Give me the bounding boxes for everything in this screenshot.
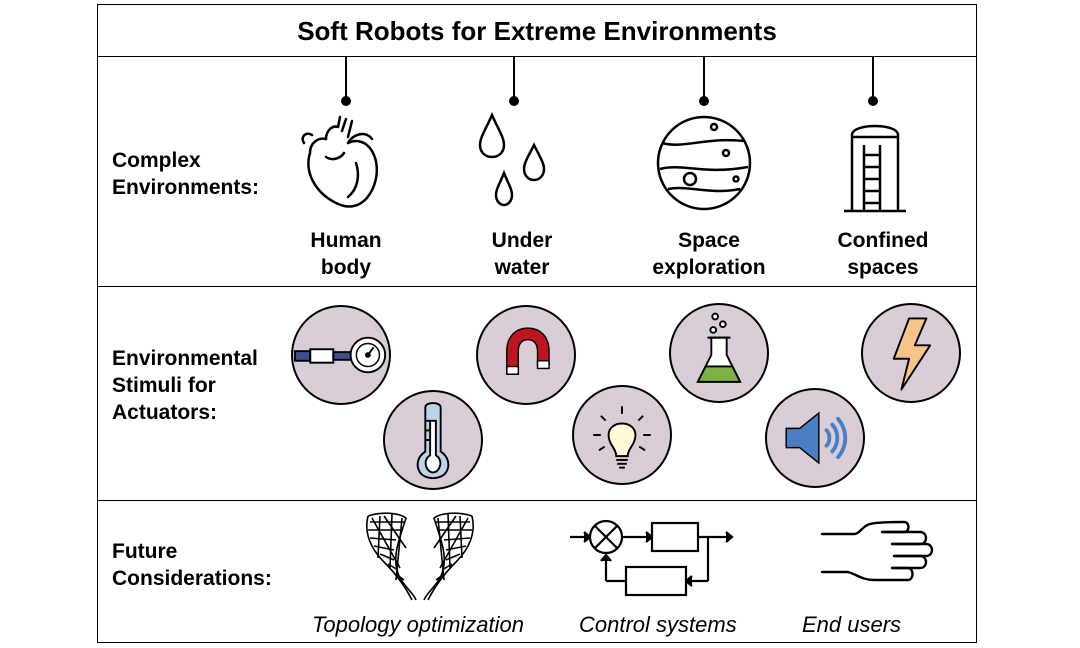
chemical-flask-circle: [669, 303, 769, 403]
control-systems-label: Control systems: [579, 612, 737, 637]
speaker-circle: [765, 388, 865, 488]
chemical-flask-icon: [696, 312, 742, 383]
thermometer-icon: [416, 402, 450, 480]
lightning-bolt-icon: [892, 317, 932, 391]
label-line: body: [320, 256, 372, 279]
under-water-label: Under water: [462, 227, 582, 281]
label-line: Space: [678, 229, 740, 252]
heart-icon: [301, 115, 379, 208]
label-line: exploration: [652, 256, 766, 279]
divider-title: [98, 56, 976, 57]
silo-ladder-icon: [844, 124, 906, 213]
end-users-label: End users: [802, 612, 902, 637]
control-block-diagram-icon: [570, 519, 734, 597]
label-line: Complex: [112, 149, 201, 172]
topology-optimization-label: Topology optimization: [312, 612, 524, 637]
magnet-circle: [476, 305, 576, 405]
planet-icon: [656, 115, 752, 211]
space-exploration-label: Space exploration: [634, 227, 784, 281]
hand-icon: [820, 520, 934, 582]
label-line: Human: [310, 229, 382, 252]
future-considerations-label: Future Considerations:: [112, 538, 272, 592]
label-line: Environmental: [112, 347, 258, 370]
divider-row1: [98, 286, 976, 287]
light-bulb-circle: [572, 385, 672, 485]
label-line: Confined: [837, 229, 929, 252]
speaker-sound-icon: [785, 411, 848, 465]
water-drops-icon: [478, 111, 546, 207]
magnet-icon: [506, 327, 550, 375]
lightning-circle: [861, 303, 961, 403]
diagram-frame: Soft Robots for Extreme Environments Com…: [97, 4, 977, 643]
label-line: Considerations:: [112, 567, 272, 590]
complex-environments-label: Complex Environments:: [112, 147, 259, 201]
thermometer-circle: [383, 390, 483, 490]
lattice-gripper-icon: [366, 512, 474, 601]
label-line: Actuators:: [112, 401, 218, 424]
pressure-gauge-icon: [293, 336, 387, 374]
label-line: Stimuli for: [112, 374, 216, 397]
label-line: water: [494, 256, 550, 279]
light-bulb-icon: [593, 406, 651, 469]
label-line: Future: [112, 540, 178, 563]
label-line: Under: [491, 229, 553, 252]
connector-pins: [341, 56, 878, 106]
divider-row2: [98, 500, 976, 501]
label-line: spaces: [847, 256, 919, 279]
environmental-stimuli-label: Environmental Stimuli for Actuators:: [112, 345, 258, 426]
label-line: Environments:: [112, 176, 260, 199]
human-body-label: Human body: [286, 227, 406, 281]
pressure-gauge-circle: [291, 305, 391, 405]
diagram-title: Soft Robots for Extreme Environments: [297, 16, 777, 46]
confined-spaces-label: Confined spaces: [818, 227, 948, 281]
